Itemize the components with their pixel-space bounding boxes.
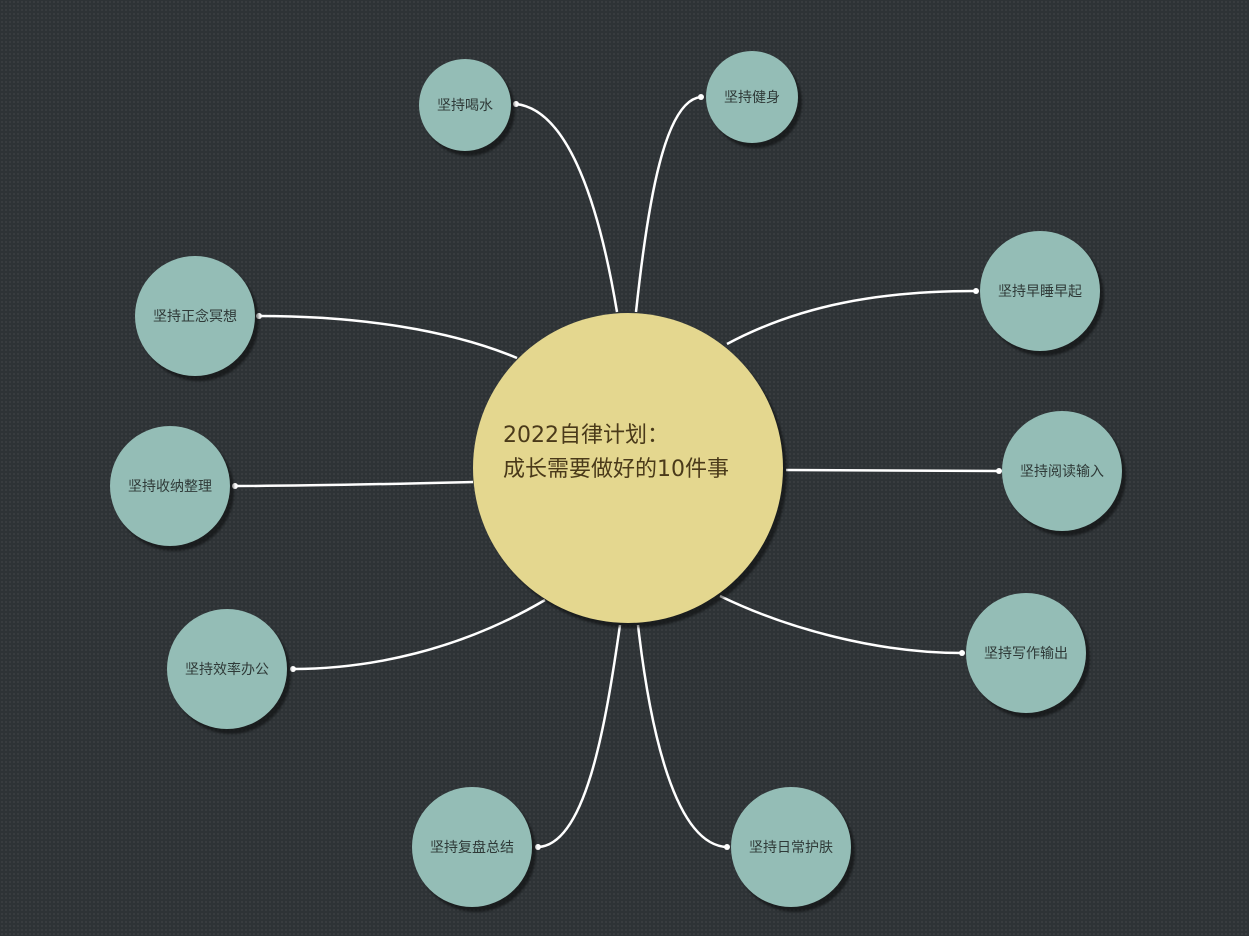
connector-endpoint-dot <box>698 94 704 100</box>
subtopic-node-review-summary[interactable]: 坚持复盘总结 <box>412 787 532 907</box>
connector-line <box>292 598 546 671</box>
central-topic-line-2: 成长需要做好的10件事 <box>503 457 729 482</box>
subtopic-node-daily-skincare[interactable]: 坚持日常护肤 <box>731 787 851 907</box>
connector-endpoint-dot <box>290 666 296 672</box>
connector-endpoint-dot <box>513 101 519 107</box>
subtopic-label: 坚持早睡早起 <box>998 284 1082 300</box>
central-topic-text: 2022自律计划： 成长需要做好的10件事 <box>503 419 729 487</box>
connector-endpoint-dot <box>959 650 965 656</box>
subtopic-label: 坚持效率办公 <box>185 662 269 678</box>
connector-line <box>234 480 474 488</box>
central-topic-node[interactable]: 2022自律计划： 成长需要做好的10件事 <box>473 313 783 623</box>
connector-line <box>537 624 622 849</box>
subtopic-label: 坚持健身 <box>724 90 780 106</box>
subtopic-label: 坚持正念冥想 <box>153 309 237 325</box>
connector-endpoint-dot <box>232 483 238 489</box>
connector-line <box>515 102 619 313</box>
subtopic-node-organize-tidy[interactable]: 坚持收纳整理 <box>110 426 230 546</box>
subtopic-node-efficient-work[interactable]: 坚持效率办公 <box>167 609 287 729</box>
subtopic-node-drink-water[interactable]: 坚持喝水 <box>419 59 511 151</box>
subtopic-label: 坚持喝水 <box>437 98 493 114</box>
subtopic-node-writing-output[interactable]: 坚持写作输出 <box>966 593 1086 713</box>
subtopic-node-reading-input[interactable]: 坚持阅读输入 <box>1002 411 1122 531</box>
subtopic-label: 坚持复盘总结 <box>430 840 514 856</box>
connector-line <box>719 594 963 655</box>
connector-endpoint-dot <box>724 844 730 850</box>
central-topic-line-1: 2022自律计划： <box>503 423 669 448</box>
connector-endpoint-dot <box>996 468 1002 474</box>
connector-line <box>634 95 702 313</box>
subtopic-node-mindfulness-meditation[interactable]: 坚持正念冥想 <box>135 256 255 376</box>
subtopic-label: 坚持收纳整理 <box>128 479 212 495</box>
subtopic-node-early-sleep-early-rise[interactable]: 坚持早睡早起 <box>980 231 1100 351</box>
subtopic-label: 坚持日常护肤 <box>749 840 833 856</box>
connector-endpoint-dot <box>973 288 979 294</box>
subtopic-label: 坚持写作输出 <box>984 646 1068 662</box>
connector-line <box>258 314 518 360</box>
connector-line <box>726 289 977 346</box>
connector-line <box>785 468 1000 473</box>
subtopic-node-fitness[interactable]: 坚持健身 <box>706 51 798 143</box>
connector-line <box>636 624 728 849</box>
subtopic-label: 坚持阅读输入 <box>1020 464 1104 480</box>
connector-endpoint-dot <box>535 844 541 850</box>
connector-endpoint-dot <box>256 313 262 319</box>
